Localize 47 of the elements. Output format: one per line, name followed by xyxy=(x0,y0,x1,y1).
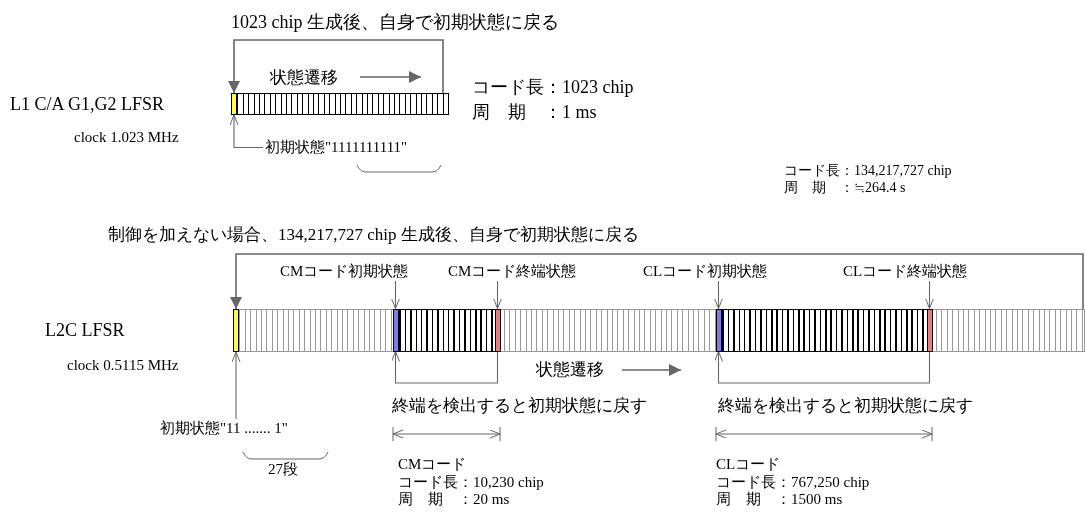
edge-label: 制御を加えない場合、134,217,727 chip 生成後、自身で初期状態に戻る xyxy=(108,226,639,243)
return-arrow xyxy=(391,350,499,384)
shift-register xyxy=(233,309,1085,352)
clock-label: clock 0.5115 MHz xyxy=(67,358,179,373)
register-cell xyxy=(715,308,722,352)
register-cell xyxy=(392,308,399,352)
state-label: CMコード初期状態 xyxy=(280,264,409,279)
edge-label: 1023 chip 生成後、自身で初期状態に戻る xyxy=(231,13,559,31)
leader-line xyxy=(231,351,241,420)
text-label: 状態遷移 xyxy=(270,69,338,86)
text-label: 状態遷移 xyxy=(536,361,604,378)
text-label: コード長：134,217,727 chip xyxy=(784,164,952,178)
text-label: CLコード xyxy=(716,457,781,472)
edge-label: 終端を検出すると初期状態に戻す xyxy=(392,397,647,414)
register-cell xyxy=(233,309,239,352)
code-segment xyxy=(716,309,933,352)
register-cell xyxy=(231,93,237,115)
code-segment xyxy=(393,309,501,352)
state-label: 初期状態"11 ....... 1" xyxy=(160,421,288,436)
feedback-arrow xyxy=(230,253,1084,310)
register-cell xyxy=(926,308,933,352)
text-label: コード長：767,250 chip xyxy=(716,475,870,490)
return-arrow xyxy=(714,350,931,384)
text-label: 周 期 ：20 ms xyxy=(398,492,510,507)
leader-line xyxy=(714,280,723,310)
register-label: L2C LFSR xyxy=(45,321,125,339)
text-label: CMコード xyxy=(398,457,467,472)
leader-line xyxy=(391,280,400,310)
text-label: コード長：1023 chip xyxy=(472,78,634,96)
shift-register xyxy=(231,93,449,115)
text-label: 周 期 ：1 ms xyxy=(472,103,597,121)
clock-label: clock 1.023 MHz xyxy=(74,130,179,145)
text-label: コード長：10,230 chip xyxy=(398,475,544,490)
state-label: 初期状態"1111111111" xyxy=(265,140,408,155)
state-label: CMコード終端状態 xyxy=(448,264,577,279)
leader-line xyxy=(493,280,502,310)
leader-line xyxy=(925,280,934,310)
state-label: CLコード終端状態 xyxy=(843,264,968,279)
register-cell xyxy=(494,308,501,352)
state-label: CLコード初期状態 xyxy=(643,264,768,279)
leader-line xyxy=(229,114,264,149)
feedback-arrow xyxy=(228,39,444,94)
text-label: 周 期 ：1500 ms xyxy=(716,492,843,507)
text-label: 周 期 ：≒264.4 s xyxy=(784,181,906,195)
register-label: L1 C/A G1,G2 LFSR xyxy=(10,95,165,113)
edge-label: 終端を検出すると初期状態に戻す xyxy=(718,397,973,414)
text-label: 27段 xyxy=(268,462,298,477)
